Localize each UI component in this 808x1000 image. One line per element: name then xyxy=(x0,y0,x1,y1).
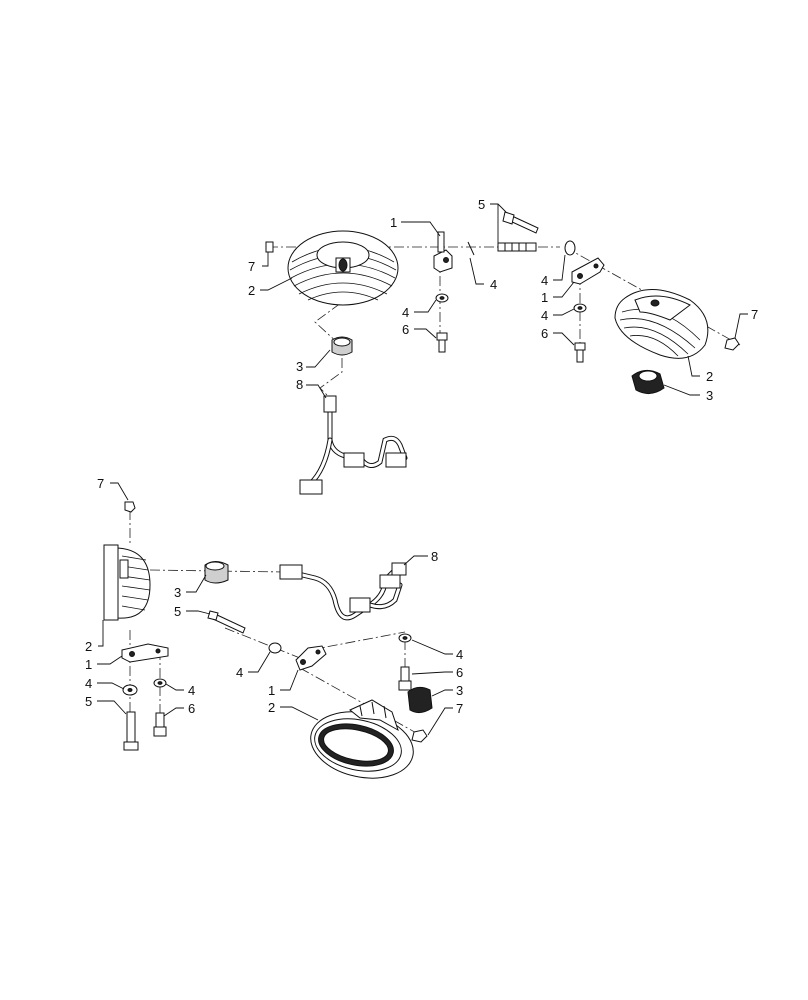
callout-6: 6 xyxy=(541,326,548,341)
callout-7: 7 xyxy=(751,307,758,322)
callout-3: 3 xyxy=(296,359,303,374)
top-right-bracket-1 xyxy=(571,257,605,285)
side-screws-6 xyxy=(153,666,412,737)
side-nut-7 xyxy=(124,501,136,513)
callout-5: 5 xyxy=(478,197,485,212)
top-bolt-5 xyxy=(497,211,539,252)
top-wiring-harness-8 xyxy=(299,395,408,495)
callout-7: 7 xyxy=(248,259,255,274)
bottom-wiring-harness-8 xyxy=(279,562,407,621)
callout-4: 4 xyxy=(456,647,463,662)
side-bolts-5 xyxy=(123,610,246,751)
callout-4: 4 xyxy=(541,308,548,323)
top-washer-thin xyxy=(467,241,475,256)
callout-1: 1 xyxy=(85,657,92,672)
callout-2: 2 xyxy=(85,639,92,654)
callout-3: 3 xyxy=(706,388,713,403)
callout-7: 7 xyxy=(456,701,463,716)
callout-1: 1 xyxy=(268,683,275,698)
side-bracket-1 xyxy=(121,643,169,663)
callout-1: 1 xyxy=(541,290,548,305)
top-right-nut-7 xyxy=(724,337,740,351)
callout-2: 2 xyxy=(268,700,275,715)
bottom-work-lamp-front xyxy=(310,699,414,779)
side-washers-4 xyxy=(122,633,412,696)
callout-4: 4 xyxy=(541,273,548,288)
callout-2: 2 xyxy=(706,369,713,384)
callout-6: 6 xyxy=(188,701,195,716)
callout-5: 5 xyxy=(174,604,181,619)
callout-4: 4 xyxy=(490,277,497,292)
top-grommet-3 xyxy=(331,336,665,394)
bottom-bracket-1 xyxy=(295,645,327,671)
top-bracket-1 xyxy=(433,231,453,273)
top-right-work-lamp xyxy=(614,289,709,359)
callout-8: 8 xyxy=(431,549,438,564)
side-view-work-lamp xyxy=(103,544,151,621)
callout-3: 3 xyxy=(174,585,181,600)
callout-3: 3 xyxy=(456,683,463,698)
callout-6: 6 xyxy=(456,665,463,680)
callout-8: 8 xyxy=(296,377,303,392)
callout-4: 4 xyxy=(188,683,195,698)
callout-1: 1 xyxy=(390,215,397,230)
top-screw-6 xyxy=(436,332,586,363)
top-left-work-lamp xyxy=(287,230,399,306)
callout-5: 5 xyxy=(85,694,92,709)
callout-2: 2 xyxy=(248,283,255,298)
bottom-nut-7 xyxy=(411,729,428,743)
callout-7: 7 xyxy=(97,476,104,491)
top-washer-4 xyxy=(435,240,587,313)
callout-4: 4 xyxy=(236,665,243,680)
callout-6: 6 xyxy=(402,322,409,337)
bottom-grommet-3 xyxy=(204,561,433,714)
leader-lines xyxy=(97,203,748,736)
callout-4: 4 xyxy=(85,676,92,691)
callout-labels: 7 2 3 8 1 5 4 4 6 4 1 4 6 7 2 3 7 2 1 4 … xyxy=(85,197,758,716)
callout-4: 4 xyxy=(402,305,409,320)
top-left-nut xyxy=(265,241,274,253)
